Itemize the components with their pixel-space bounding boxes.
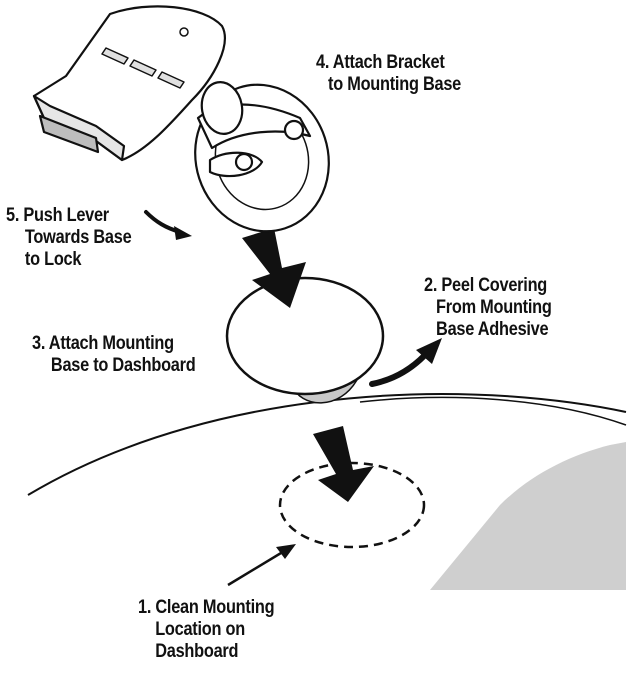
lever-push-arrow [144, 210, 192, 240]
step-5-line-3: to Lock [24, 249, 82, 270]
dashboard-second-edge [359, 396, 627, 426]
step-1-line-2: Location on [155, 619, 245, 640]
dashboard [27, 393, 627, 590]
step-1-line-3: Dashboard [155, 641, 239, 662]
step-4-line-2: to Mounting Base [328, 74, 461, 95]
peel-arrow [369, 338, 442, 387]
step1-pointer-arrow [227, 544, 296, 587]
step-1-label: 1. Clean Mounting Location on Dashboard [138, 597, 275, 663]
step-1-line-1: 1. Clean Mounting [138, 597, 275, 618]
step-3-label: 3. Attach Mounting Base to Dashboard [32, 333, 196, 377]
step-2-line-2: From Mounting [436, 297, 552, 318]
dashboard-shading [430, 442, 626, 590]
cradle-clip [38, 114, 100, 154]
step-3-line-1: 3. Attach Mounting [32, 333, 174, 354]
dashboard-top-edge [27, 393, 627, 496]
mounting-bracket-icon [32, 5, 330, 233]
step-2-line-1: 2. Peel Covering [424, 275, 548, 296]
step-4-label: 4. Attach Bracket to Mounting Base [316, 52, 461, 96]
step-4-line-1: 4. Attach Bracket [316, 52, 445, 73]
step-2-label: 2. Peel Covering From Mounting Base Adhe… [424, 275, 552, 341]
down-arrow-to-dashboard [313, 426, 374, 502]
step-5-line-1: 5. Push Lever [6, 205, 109, 226]
step-3-line-2: Base to Dashboard [50, 355, 196, 376]
step-5-label: 5. Push Lever Towards Base to Lock [6, 205, 132, 271]
suction-base-icon [225, 276, 385, 404]
clean-location-circle [278, 461, 426, 549]
step-5-line-2: Towards Base [24, 227, 132, 248]
step-2-line-3: Base Adhesive [436, 319, 549, 340]
down-arrow-to-base [242, 228, 306, 308]
mounting-base-dome [225, 276, 385, 396]
